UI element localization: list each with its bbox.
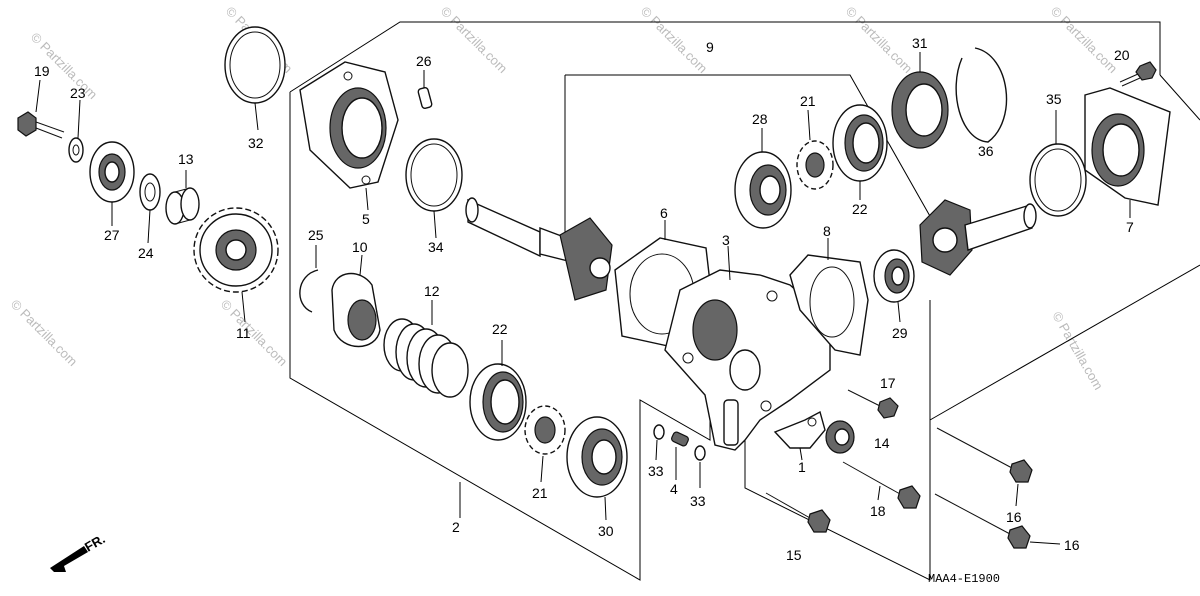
callout-24: 24 (138, 245, 154, 261)
bolt-part-16-lower (934, 493, 1061, 549)
callout-14: 14 (874, 435, 890, 451)
washer-part-33-left (653, 424, 665, 461)
watermark: © Partzilla.com (1048, 4, 1121, 77)
callout-10: 10 (352, 239, 368, 255)
callout-21-left: 21 (532, 485, 548, 501)
bolt-part-16-upper (936, 427, 1033, 507)
watermark: © Partzilla.com (8, 297, 81, 370)
watermark: © Partzilla.com (438, 4, 511, 77)
collar-part-13 (165, 170, 200, 225)
cam-part-10 (331, 254, 381, 347)
callout-11: 11 (236, 325, 251, 341)
diagram-code: MAA4-E1900 (928, 572, 1000, 586)
callout-7: 7 (1126, 219, 1134, 235)
callout-group: 1 2 3 4 5 6 7 8 9 10 11 12 13 14 15 16 1… (34, 35, 1134, 563)
callout-32: 32 (248, 135, 264, 151)
watermark: © Partzilla.com (843, 4, 916, 77)
washer-part-24 (139, 173, 161, 244)
callout-16-upper: 16 (1006, 509, 1022, 525)
callout-21-right: 21 (800, 93, 816, 109)
bearing-part-27 (89, 141, 135, 226)
callout-26: 26 (416, 53, 432, 69)
callout-25: 25 (308, 227, 324, 243)
callout-12: 12 (424, 283, 440, 299)
bolt-part-18 (842, 461, 921, 509)
watermark: © Partzilla.com (638, 4, 711, 77)
callout-13: 13 (178, 151, 194, 167)
callout-30: 30 (598, 523, 614, 539)
cover-part-5 (299, 61, 399, 211)
callout-19: 19 (34, 63, 50, 79)
callout-3: 3 (722, 232, 730, 248)
callout-17: 17 (880, 375, 896, 391)
bearing-part-30 (566, 416, 628, 521)
gasket-part-8 (789, 238, 869, 356)
callout-5: 5 (362, 211, 370, 227)
callout-35: 35 (1046, 91, 1062, 107)
callout-29: 29 (892, 325, 908, 341)
oil-seal-part-31 (891, 52, 949, 149)
bearing-part-28 (734, 128, 792, 229)
circlip-part-36 (955, 47, 1008, 143)
bolt-part-15 (765, 492, 831, 533)
callout-36: 36 (978, 143, 994, 159)
callout-2: 2 (452, 519, 460, 535)
watermark: © Partzilla.com (1049, 309, 1106, 392)
bearing-part-29 (873, 249, 915, 323)
callout-15: 15 (786, 547, 802, 563)
o-ring-part-32 (224, 26, 286, 131)
gear-part-11 (193, 207, 279, 323)
dowel-pin-part-26 (417, 70, 433, 109)
spring-part-12 (383, 300, 469, 398)
callout-33-right: 33 (690, 493, 706, 509)
callout-9: 9 (706, 39, 714, 55)
circlip-part-25 (299, 245, 319, 313)
damper-part-22-left (469, 340, 527, 441)
assembly-outline (289, 21, 1200, 581)
front-arrow-icon: FR. (50, 531, 108, 572)
washer-part-23 (68, 99, 84, 163)
cover-part-7 (1084, 87, 1171, 218)
bracket-part-1 (773, 410, 826, 461)
lifter-part-21-left (524, 405, 566, 483)
callout-28: 28 (752, 111, 768, 127)
callout-4: 4 (670, 481, 678, 497)
lifter-part-21-right (796, 109, 834, 190)
bolt-part-4 (671, 431, 689, 480)
callout-20: 20 (1114, 47, 1130, 63)
callout-31: 31 (912, 35, 928, 51)
watermark: © Partzilla.com (218, 297, 291, 370)
grommet-part-14 (825, 420, 855, 454)
bolt-part-17 (847, 389, 899, 419)
o-ring-part-34 (405, 138, 463, 239)
callout-16-lower: 16 (1064, 537, 1080, 553)
callout-1: 1 (798, 459, 806, 475)
callout-22-right: 22 (852, 201, 868, 217)
case-part-3 (664, 245, 831, 451)
bolt-part-20 (1119, 61, 1157, 87)
damper-part-22-right (832, 104, 888, 200)
callout-34: 34 (428, 239, 444, 255)
callout-18: 18 (870, 503, 886, 519)
shaft-part-9 (465, 197, 613, 301)
callout-23: 23 (70, 85, 86, 101)
bolt-part-19 (17, 79, 65, 139)
washer-part-33-right (694, 445, 706, 488)
callout-22-left: 22 (492, 321, 508, 337)
callout-33-left: 33 (648, 463, 664, 479)
callout-8: 8 (823, 223, 831, 239)
callout-27: 27 (104, 227, 120, 243)
callout-6: 6 (660, 205, 668, 221)
o-ring-part-35 (1029, 110, 1087, 217)
bevel-gear-part-9-right (919, 199, 1037, 276)
